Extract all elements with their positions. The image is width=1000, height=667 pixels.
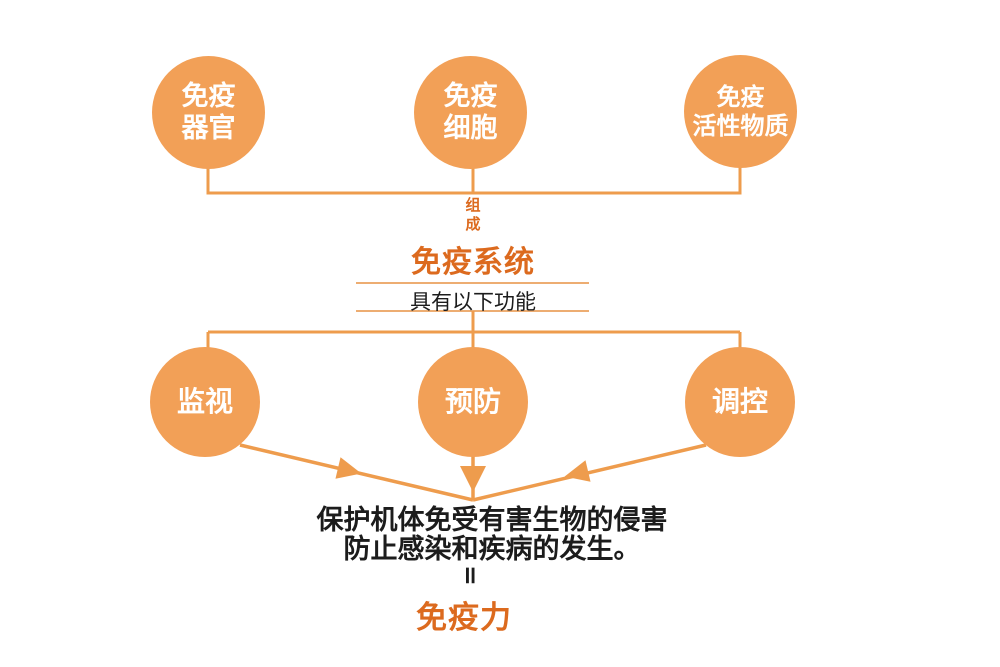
node-regulation: 调控 <box>685 347 795 457</box>
node-prevention-label: 预防 <box>444 385 501 419</box>
outcome-text: 保护机体免受有害生物的侵害 防止感染和疾病的发生。 <box>317 506 668 564</box>
node-immune-cells-label-line1: 免疫 <box>443 80 498 112</box>
node-immune-substances-label-line2: 活性物质 <box>692 111 789 140</box>
node-surveillance-label: 监视 <box>176 385 233 419</box>
node-immune-substances-label-line1: 免疫 <box>716 83 765 112</box>
node-immune-organs-label-line1: 免疫 <box>181 80 236 112</box>
outcome-line1: 保护机体免受有害生物的侵害 <box>316 505 668 536</box>
compose-connector-label: 组成 <box>465 196 481 233</box>
system-title: 免疫系统 <box>411 245 535 280</box>
node-surveillance: 监视 <box>150 347 260 457</box>
node-regulation-label: 调控 <box>711 385 768 419</box>
arrow-line-right <box>472 443 707 502</box>
node-immune-substances: 免疫 活性物质 <box>684 55 797 168</box>
arrow-line-left <box>239 443 474 502</box>
node-immune-organs: 免疫 器官 <box>152 56 265 169</box>
arrowhead-left-icon <box>335 457 362 479</box>
node-prevention: 预防 <box>418 347 528 457</box>
functions-bracket-line <box>206 311 742 352</box>
equals-sign-glyph: = <box>456 565 486 586</box>
arrowhead-middle-icon <box>460 466 486 492</box>
arrowhead-right-icon <box>564 460 591 482</box>
node-immune-cells: 免疫 细胞 <box>414 56 527 169</box>
node-immune-organs-label-line2: 器官 <box>181 112 236 144</box>
equals-sign: = <box>457 561 486 590</box>
outcome-line2: 防止感染和疾病的发生。 <box>343 534 641 566</box>
functions-intro-text: 具有以下功能 <box>410 290 536 314</box>
immunity-result-label: 免疫力 <box>416 600 512 636</box>
node-immune-cells-label-line2: 细胞 <box>443 112 498 144</box>
